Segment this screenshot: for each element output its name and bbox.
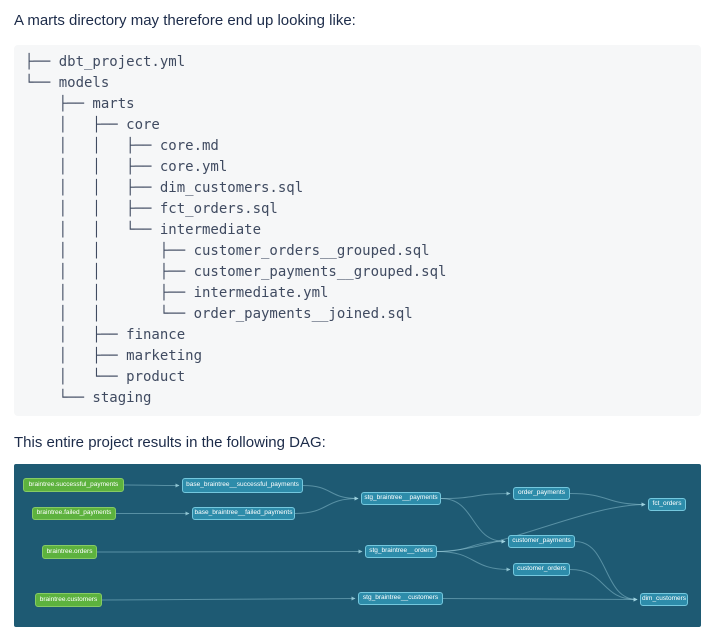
dag-edge-customer_orders--dim_customers [569,569,638,602]
dag-edge-stg_braintree__customers--dim_customers [442,597,638,602]
dag-node-stg_braintree__payments: stg_braintree__payments [361,492,441,505]
dag-edge-order_payments--fct_orders [569,493,646,507]
dag-node-fct_orders: fct_orders [648,498,686,511]
dag-node-order_payments: order_payments [513,487,570,500]
dag-node-base_braintree__successful_payments: base_braintree__successful_payments [182,478,303,493]
dag-figure: braintree.successful_payments braintree.f… [14,464,701,627]
dag-edge-base_braintree__successful_payments--stg_braintree__payments [302,485,359,501]
dag-node-braintree_orders: braintree.orders [42,545,97,559]
dag-node-braintree_customers: braintree.customers [35,593,102,607]
dag-node-customer_payments: customer_payments [508,535,575,548]
dag-edge-customer_payments--dim_customers [574,541,638,602]
dag-edge-braintree_customers--stg_braintree__customers [101,596,356,601]
dag-edge-braintree_successful_payments--base_braintree__successful_payments [123,483,180,488]
dag-node-stg_braintree__orders: stg_braintree__orders [365,545,437,558]
dag-edge-braintree_orders--stg_braintree__orders [96,549,363,554]
dag-node-customer_orders: customer_orders [513,563,570,576]
dag-node-braintree_successful_payments: braintree.successful_payments [23,478,124,492]
directory-tree-code-block: ├── dbt_project.yml └── models ├── marts… [14,45,701,416]
dag-node-base_braintree__failed_payments: base_braintree__failed_payments [192,507,295,520]
dag-node-stg_braintree__customers: stg_braintree__customers [358,592,443,605]
dag-edge-stg_braintree__orders--fct_orders [436,502,646,552]
intro-paragraph: A marts directory may therefore end up l… [14,12,356,29]
dag-node-braintree_failed_payments: braintree.failed_payments [32,507,116,520]
dag-caption: This entire project results in the follo… [14,434,326,451]
dag-edge-stg_braintree__orders--customer_orders [436,551,511,572]
dag-edge-stg_braintree__payments--customer_payments [440,498,506,544]
dag-edge-stg_braintree__payments--order_payments [440,491,511,499]
dag-node-dim_customers: dim_customers [640,593,688,606]
dag-edges-layer [96,483,646,602]
dag-edge-base_braintree__failed_payments--stg_braintree__payments [294,496,359,514]
dag-edge-stg_braintree__orders--customer_payments [436,539,506,552]
